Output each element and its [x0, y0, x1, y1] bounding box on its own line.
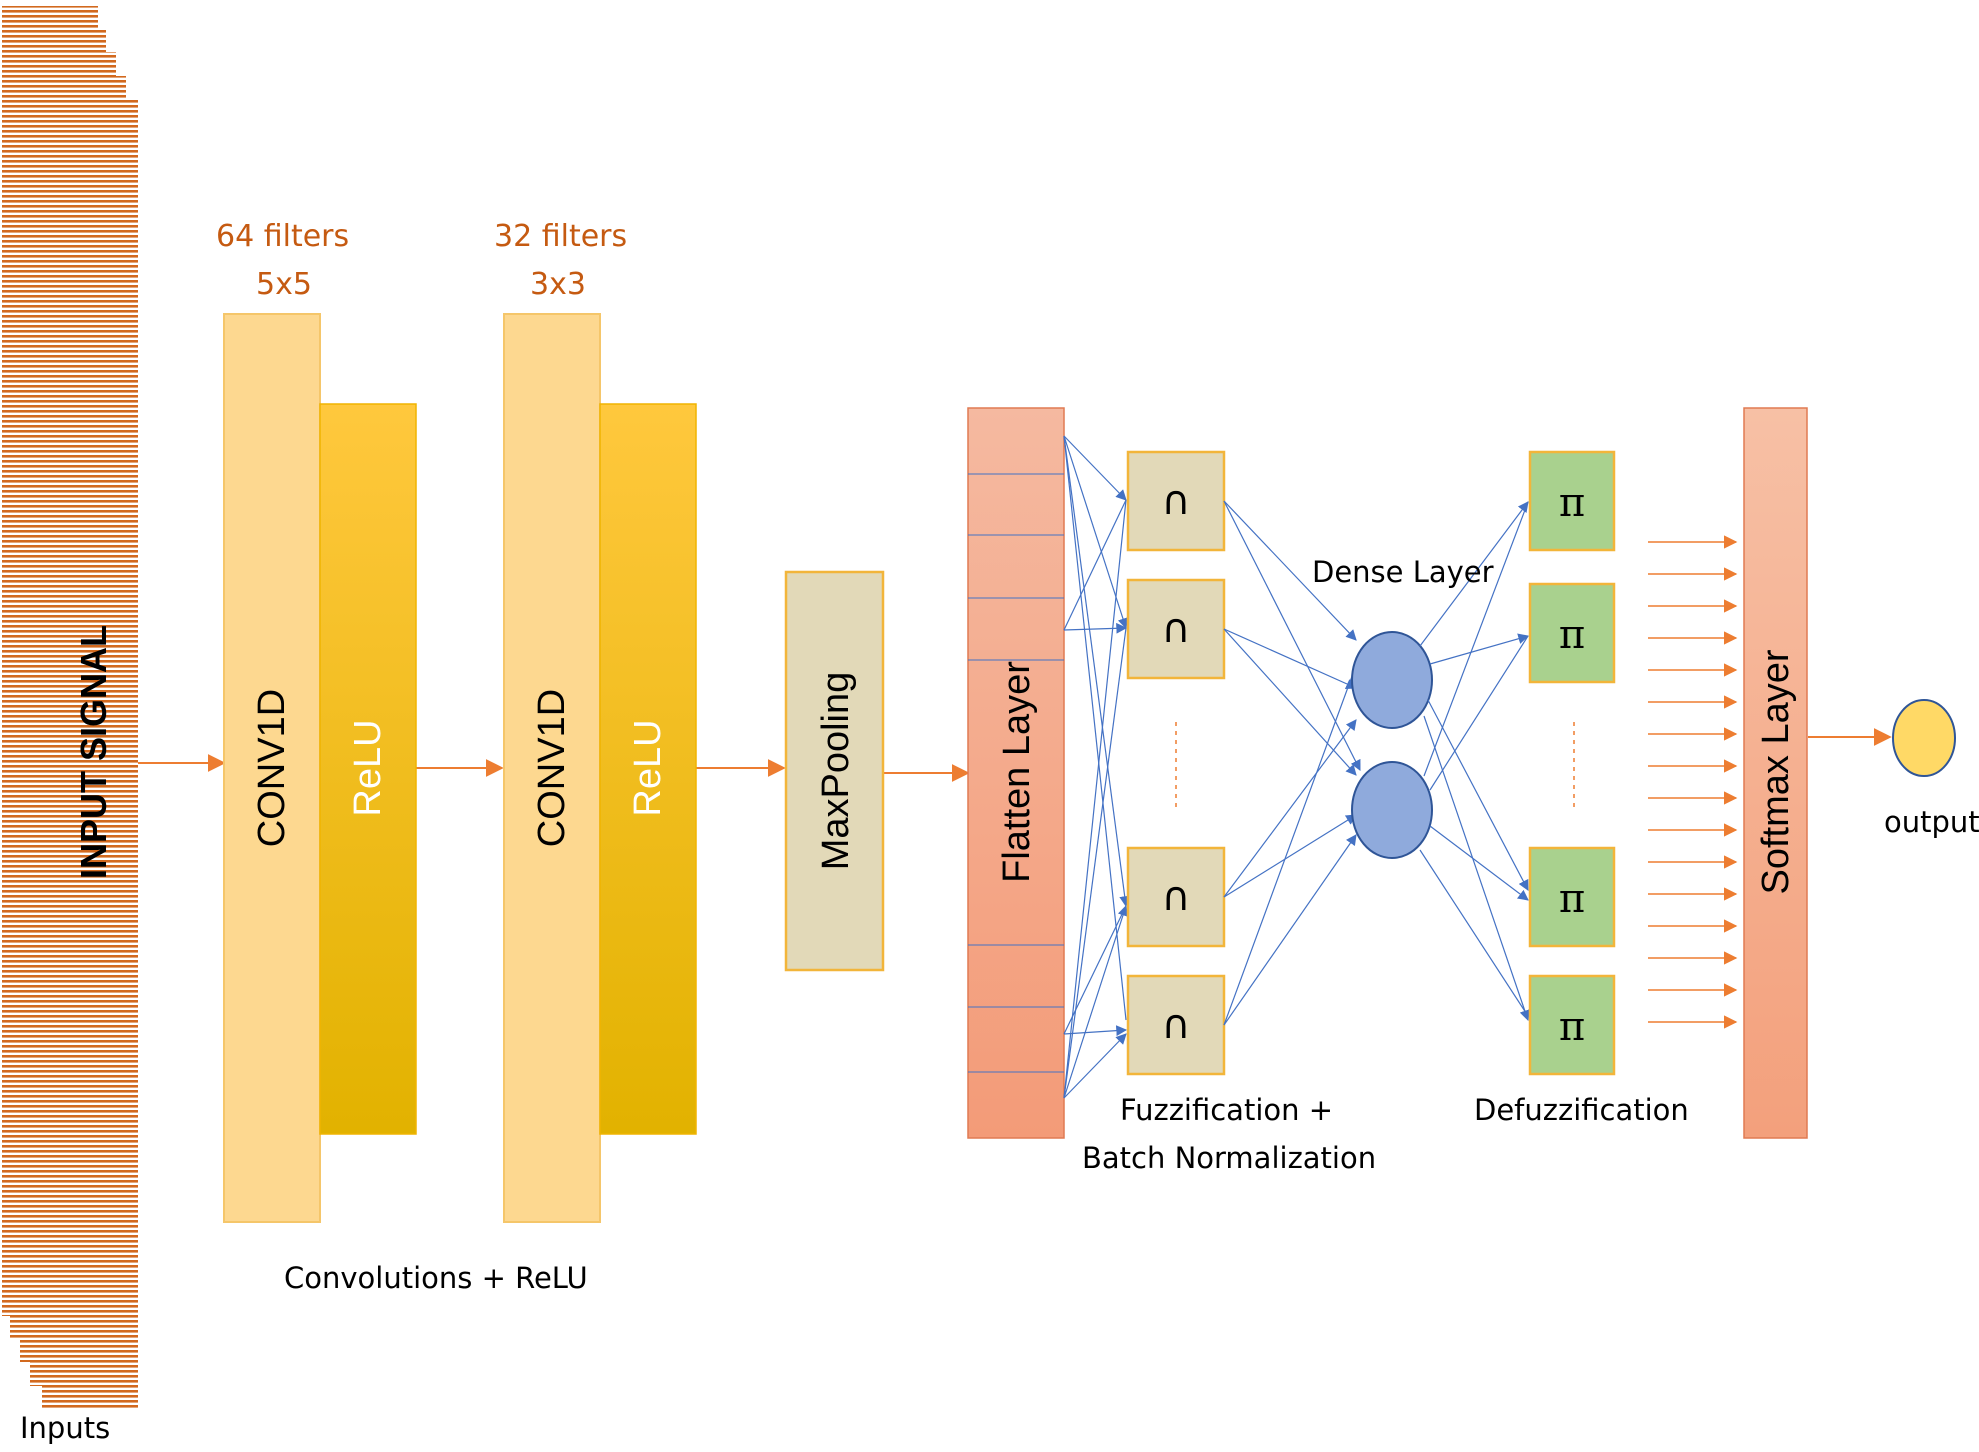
conv1-label: CONV1D [251, 688, 293, 848]
output-label: output [1884, 805, 1979, 839]
product-icon: π [1558, 876, 1586, 922]
fuzz-node [1126, 974, 1226, 1076]
relu1-block [319, 403, 417, 1135]
relu2-block [599, 403, 697, 1135]
membership-icon: ∩ [1161, 606, 1191, 652]
membership-icon: ∩ [1161, 874, 1191, 920]
softmax-input-arrows [1648, 535, 1738, 1029]
flatten-layer-block [967, 407, 1065, 1139]
dense-node [1351, 761, 1433, 859]
defuzzification-label: Defuzzification [1474, 1093, 1689, 1127]
product-icon: π [1558, 480, 1586, 526]
output-node [1892, 699, 1956, 777]
fuzz-node [1126, 450, 1226, 552]
batch-normalization-label: Batch Normalization [1082, 1141, 1377, 1175]
conv1-kernel-label: 5x5 [256, 267, 312, 302]
fuzz-to-dense-connections [1223, 500, 1361, 1026]
inputs-label: Inputs [20, 1411, 111, 1445]
defuzz-node [1528, 974, 1616, 1076]
dense-node [1351, 631, 1433, 729]
conv1-filters-label: 64 filters [216, 219, 350, 254]
membership-icon: ∩ [1161, 1002, 1191, 1048]
softmax-layer-block [1743, 407, 1808, 1139]
conv2-label: CONV1D [531, 688, 573, 848]
input-signal-label: INPUT SIGNAL [73, 624, 114, 880]
conv1-block [223, 313, 321, 1223]
relu1-label: ReLU [347, 719, 389, 817]
dense-layer-label: Dense Layer [1312, 555, 1494, 589]
defuzz-node [1528, 582, 1616, 684]
maxpool-label: MaxPooling [815, 671, 857, 871]
dense-to-defuzz-connections [1419, 501, 1530, 1022]
defuzz-node [1528, 846, 1616, 948]
conv2-kernel-label: 3x3 [530, 267, 586, 302]
softmax-label: Softmax Layer [1755, 649, 1797, 895]
product-icon: π [1558, 612, 1586, 658]
conv2-block [503, 313, 601, 1223]
membership-icon: ∩ [1161, 478, 1191, 524]
flatten-label: Flatten Layer [996, 661, 1038, 883]
conv2-filters-label: 32 filters [494, 219, 628, 254]
fuzz-node [1126, 846, 1226, 948]
convolutions-relu-label: Convolutions + ReLU [284, 1261, 588, 1295]
maxpool-block [784, 570, 885, 972]
relu2-label: ReLU [627, 719, 669, 817]
fuzz-node [1126, 578, 1226, 680]
defuzz-node [1528, 450, 1616, 552]
product-icon: π [1558, 1004, 1586, 1050]
input-signal-stack [2, 6, 138, 1410]
input-sheet [42, 100, 138, 1410]
flatten-to-fuzz-connections [1063, 435, 1131, 1099]
fuzzification-label: Fuzzification + [1120, 1093, 1334, 1127]
